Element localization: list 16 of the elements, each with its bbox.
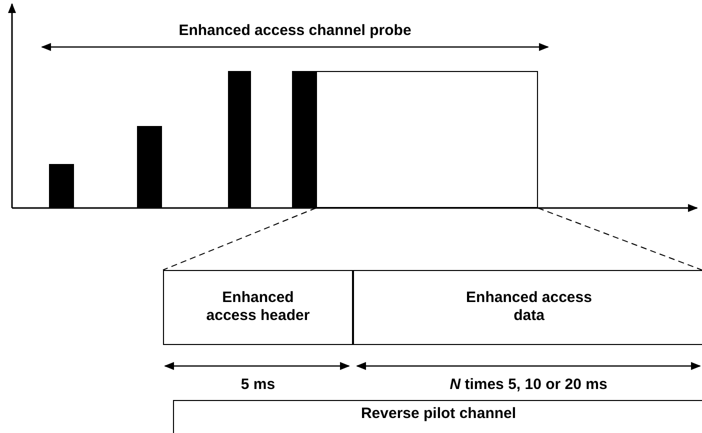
field-label: Reverse pilot channel — [360, 405, 518, 423]
dimension-label: N times 5, 10 or 20 ms — [448, 376, 608, 394]
pulse-bar — [228, 71, 251, 208]
expansion-line — [162, 208, 316, 270]
message-box — [316, 71, 538, 208]
pulse-bar — [292, 71, 316, 208]
pulse-bar — [137, 126, 162, 208]
field-box — [353, 270, 702, 345]
pulse-bar — [49, 164, 74, 208]
field-box — [163, 270, 353, 345]
channel-box — [173, 400, 702, 433]
dimension-label: Enhanced access channel probe — [178, 22, 412, 40]
field-label: Enhanced access header — [205, 289, 311, 325]
field-label: Enhanced access data — [465, 289, 593, 325]
dimension-label: 5 ms — [240, 376, 276, 394]
expansion-line — [538, 208, 702, 270]
